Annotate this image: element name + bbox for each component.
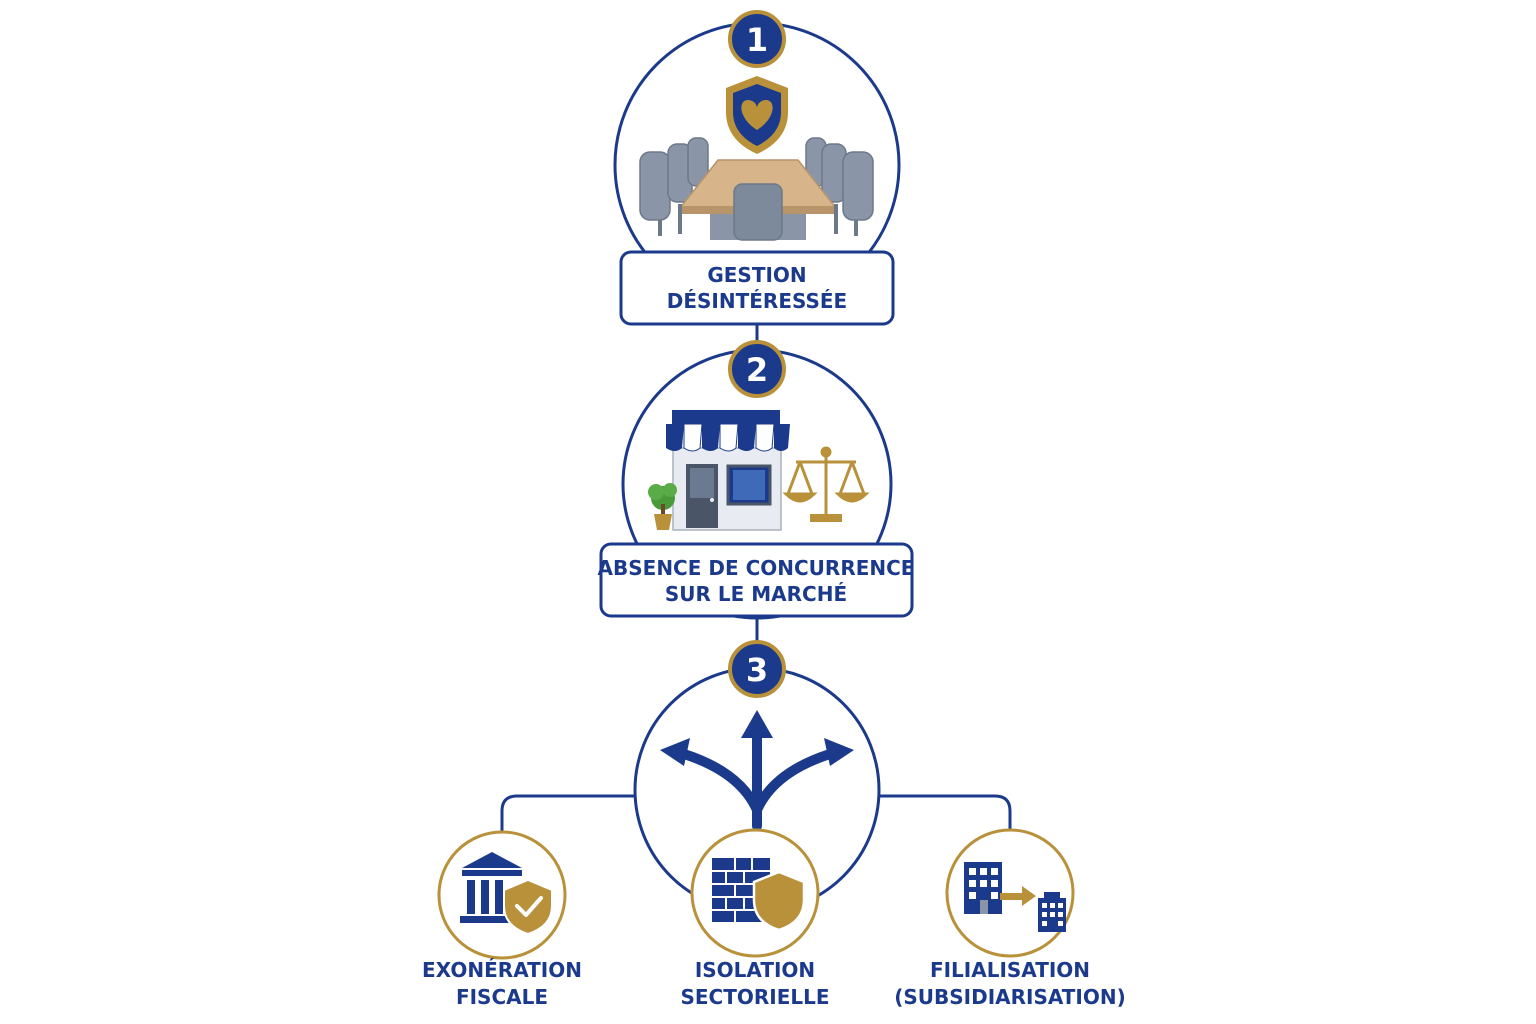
step-3-badge	[728, 640, 786, 698]
boardroom-table-icon	[639, 137, 874, 241]
step-3: 3	[633, 640, 881, 914]
scales-icon	[782, 446, 870, 522]
option-filialisation: FILIALISATION (SUBSIDIARISATION)	[894, 828, 1126, 1009]
option-1-label-line-1: EXONÉRATION	[422, 958, 582, 982]
shield-heart-icon	[726, 76, 788, 154]
option-exoneration: EXONÉRATION FISCALE	[422, 830, 582, 1009]
step-2-label-line-1: ABSENCE DE CONCURRENCE	[598, 556, 915, 580]
option-isolation: ISOLATION SECTORIELLE	[680, 828, 830, 1009]
step-2-label-line-2: SUR LE MARCHÉ	[665, 582, 847, 606]
step-2-badge	[728, 340, 786, 398]
step-2-label-box	[599, 542, 914, 618]
step-2-number: 2	[746, 351, 768, 389]
step-2: ABSENCE DE CONCURRENCE SUR LE MARCHÉ 2	[598, 340, 915, 620]
option-3-label-line-2: (SUBSIDIARISATION)	[894, 985, 1126, 1009]
option-3-label-line-1: FILIALISATION	[930, 958, 1090, 982]
option-1-label-line-2: FISCALE	[456, 985, 548, 1009]
bank-shield-icon	[460, 852, 553, 936]
step-3-number: 3	[746, 651, 768, 689]
option-2-label-line-1: ISOLATION	[695, 958, 815, 982]
step-1-label-line-2: DÉSINTÉRESSÉE	[667, 289, 847, 313]
step-1: GESTION DÉSINTÉRESSÉE 1	[613, 10, 901, 326]
step-1-label-line-1: GESTION	[707, 263, 806, 287]
step-1-number: 1	[746, 21, 768, 59]
building-transfer-icon	[964, 862, 1066, 932]
three-arrows-icon	[679, 729, 835, 831]
wall-shield-icon	[712, 858, 806, 932]
storefront-icon	[648, 410, 790, 531]
step-1-label-box	[619, 250, 895, 326]
option-2-label-line-2: SECTORIELLE	[680, 985, 829, 1009]
step-1-badge	[728, 10, 786, 68]
